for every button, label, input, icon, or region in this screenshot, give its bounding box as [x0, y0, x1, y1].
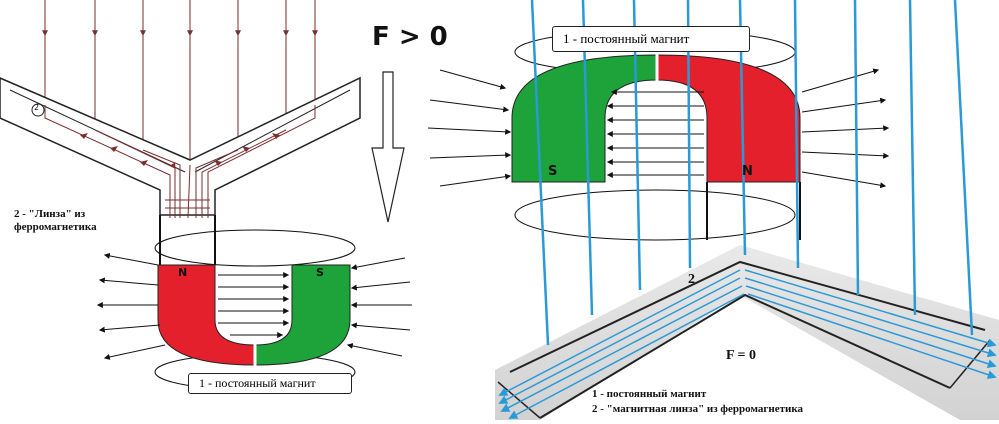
- left-gap-field-lines: [218, 272, 290, 338]
- left-field-loop-top: [154, 229, 356, 267]
- left-pole-s: S: [316, 266, 324, 279]
- left-lens-label-line1: 2 - "Линза" из: [14, 208, 86, 220]
- right-legend: 1 - постоянный магнит 2 - "магнитная лин…: [592, 387, 803, 417]
- left-force-label: F > 0: [372, 22, 448, 52]
- left-magnet-red-half: [157, 264, 256, 366]
- left-lens-channel-lines: [44, 105, 316, 219]
- right-panel: [427, 0, 999, 420]
- left-force-arrow: [371, 71, 405, 223]
- left-horseshoe-magnet: [157, 264, 351, 368]
- right-magnet-label-box: 1 - постоянный магнит: [552, 26, 750, 52]
- right-lens-inner-edge: [539, 293, 951, 419]
- left-lens-channel-arrows: [80, 133, 280, 166]
- left-lens-number: 2: [34, 103, 40, 112]
- right-pole-n: N: [742, 164, 753, 179]
- right-force-label: F = 0: [726, 348, 757, 363]
- right-legend-item-1: 1 - постоянный магнит: [592, 388, 707, 400]
- left-lens-number-circle: [31, 103, 45, 117]
- right-pole-s: S: [548, 164, 558, 179]
- right-magnet-green-half: [511, 54, 658, 183]
- right-legend-item-2: 2 - "магнитная линза" из ферромагнетика: [592, 403, 803, 415]
- left-lens-label: 2 - "Линза" из ферромагнетика: [14, 208, 97, 234]
- left-lens-label-line2: ферромагнетика: [14, 221, 97, 233]
- right-lens-channel-lines: [498, 269, 997, 419]
- right-external-field-lines: [530, 0, 974, 346]
- left-magnet-green-half: [254, 264, 351, 366]
- right-lens-number: 2: [688, 272, 695, 287]
- right-lens-outer-edge: [509, 260, 986, 373]
- right-lens-body: [495, 245, 999, 420]
- left-magnet-label: 1 - постоянный магнит: [199, 376, 316, 390]
- left-pole-n: N: [178, 266, 188, 279]
- left-outer-field-lines: [96, 252, 412, 360]
- right-outer-field-lines: [427, 68, 890, 189]
- left-lens-inner-edge-r: [194, 89, 351, 173]
- right-magnet-red-half: [656, 54, 801, 183]
- right-horseshoe-magnet: [511, 52, 801, 183]
- left-panel: [0, 0, 412, 391]
- right-field-loop-bottom: [514, 189, 796, 241]
- right-magnet-label: 1 - постоянный магнит: [563, 31, 690, 46]
- left-magnet-label-box: 1 - постоянный магнит: [188, 373, 352, 394]
